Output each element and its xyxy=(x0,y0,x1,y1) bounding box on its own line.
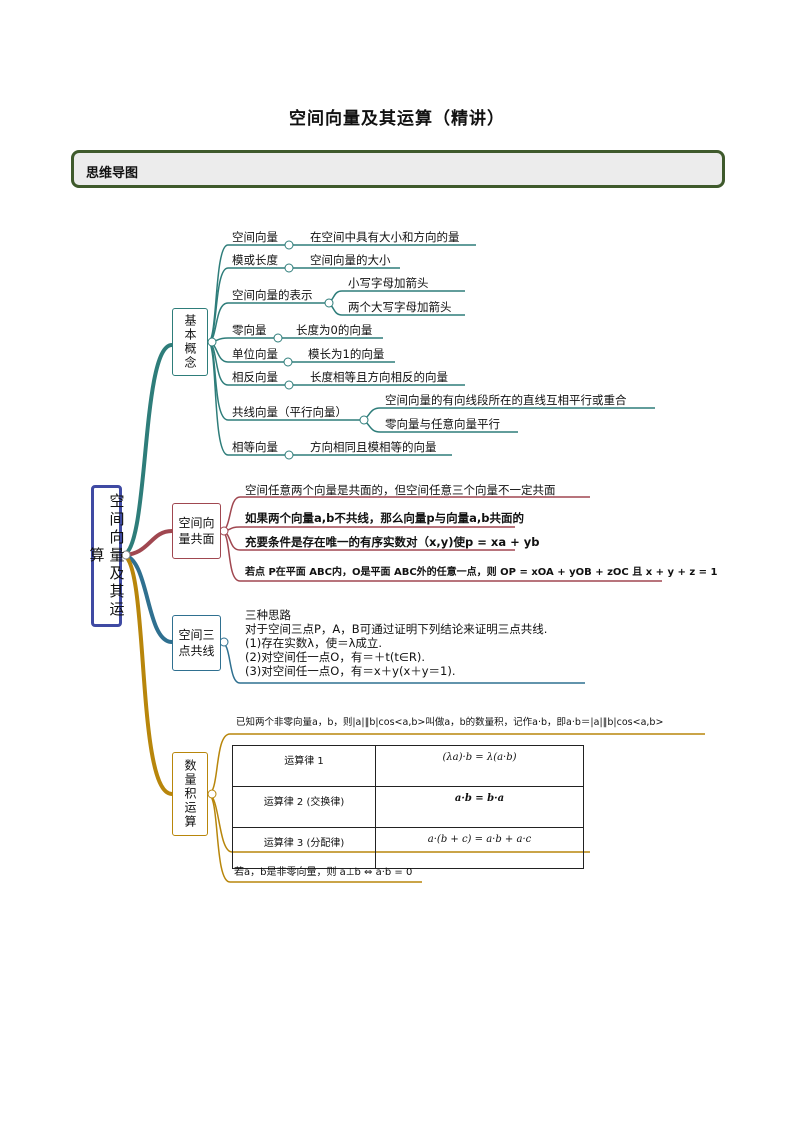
collinear-line: (2)对空间任一点O，有＝＋t(t∈R). xyxy=(245,650,425,664)
coplanar-node: 空间向量共面 xyxy=(172,503,221,559)
collinear-line: (1)存在实数λ，使＝λ成立. xyxy=(245,636,383,650)
collinear-label: 空间三点共线 xyxy=(178,628,215,658)
table-row: 运算律 1 (λa)·b = λ(a·b) xyxy=(232,745,584,787)
basic-item-name: 空间向量的表示 xyxy=(232,288,313,302)
law-name: 运算律 2 (交换律) xyxy=(232,786,376,828)
perpendicular-rule: 若a，b是非零向量，则 a⊥b ⇔ a·b = 0 xyxy=(234,867,413,878)
basic-concepts-label: 基本概念 xyxy=(183,314,197,370)
law-name: 运算律 3 (分配律) xyxy=(232,827,376,869)
coplanar-line: 如果两个向量a,b不共线，那么向量p与向量a,b共面的 xyxy=(245,511,524,525)
basic-item-desc: 长度相等且方向相反的向量 xyxy=(310,370,448,384)
root-node-label: 空间向量及其运算 xyxy=(87,493,126,619)
law-formula: (λa)·b = λ(a·b) xyxy=(375,745,584,787)
root-node: 空间向量及其运算 xyxy=(88,485,126,627)
coplanar-label: 空间向量共面 xyxy=(178,516,215,546)
collinear-line: 三种思路 xyxy=(245,608,291,622)
basic-item-name: 模或长度 xyxy=(232,253,278,267)
basic-item-name: 零向量 xyxy=(232,323,267,337)
basic-item-desc: 空间向量的大小 xyxy=(310,253,391,267)
operation-laws-table: 运算律 1 (λa)·b = λ(a·b) 运算律 2 (交换律) a·b = … xyxy=(232,745,584,869)
table-row: 运算律 2 (交换律) a·b = b·a xyxy=(232,786,584,828)
law-name: 运算律 1 xyxy=(232,745,376,787)
basic-item-sub: 两个大写字母加箭头 xyxy=(348,300,452,314)
basic-item-name: 共线向量（平行向量） xyxy=(232,405,347,419)
basic-concepts-node: 基本概念 xyxy=(172,308,208,376)
basic-item-name: 空间向量 xyxy=(232,230,278,244)
law-formula: a·(b + c) = a·b + a·c xyxy=(375,827,584,869)
basic-item-desc: 模长为1的向量 xyxy=(308,347,385,361)
dot-product-node: 数量积运算 xyxy=(172,752,208,836)
page-title: 空间向量及其运算（精讲） xyxy=(289,109,505,129)
basic-item-desc: 方向相同且模相等的向量 xyxy=(310,440,437,454)
dot-product-label: 数量积运算 xyxy=(183,759,197,829)
basic-item-desc: 长度为0的向量 xyxy=(296,323,373,337)
section-header: 思维导图 xyxy=(71,150,725,188)
basic-item-desc: 在空间中具有大小和方向的量 xyxy=(310,230,460,244)
basic-item-name: 相等向量 xyxy=(232,440,278,454)
law-formula: a·b = b·a xyxy=(375,786,584,828)
table-row: 运算律 3 (分配律) a·(b + c) = a·b + a·c xyxy=(232,827,584,869)
basic-item-sub: 零向量与任意向量平行 xyxy=(385,417,500,431)
coplanar-line: 若点 P在平面 ABC内，O是平面 ABC外的任意一点，则 OP = xOA +… xyxy=(245,567,718,578)
collinear-line: (3)对空间任一点O，有＝x＋y(x＋y＝1). xyxy=(245,664,456,678)
basic-item-sub: 小写字母加箭头 xyxy=(348,276,429,290)
collinear-line: 对于空间三点P，A，B可通过证明下列结论来证明三点共线. xyxy=(245,622,548,636)
dot-definition: 已知两个非零向量a，b，则|a|‖b|cos<a,b>叫做a，b的数量积，记作a… xyxy=(236,717,664,728)
collinear-node: 空间三点共线 xyxy=(172,615,221,671)
coplanar-line: 充要条件是存在唯一的有序实数对（x,y)使p = xa + yb xyxy=(245,535,540,549)
basic-item-sub: 空间向量的有向线段所在的直线互相平行或重合 xyxy=(385,393,627,407)
coplanar-line: 空间任意两个向量是共面的，但空间任意三个向量不一定共面 xyxy=(245,483,556,497)
section-header-label: 思维导图 xyxy=(86,166,139,181)
basic-item-name: 相反向量 xyxy=(232,370,278,384)
basic-item-name: 单位向量 xyxy=(232,347,278,361)
